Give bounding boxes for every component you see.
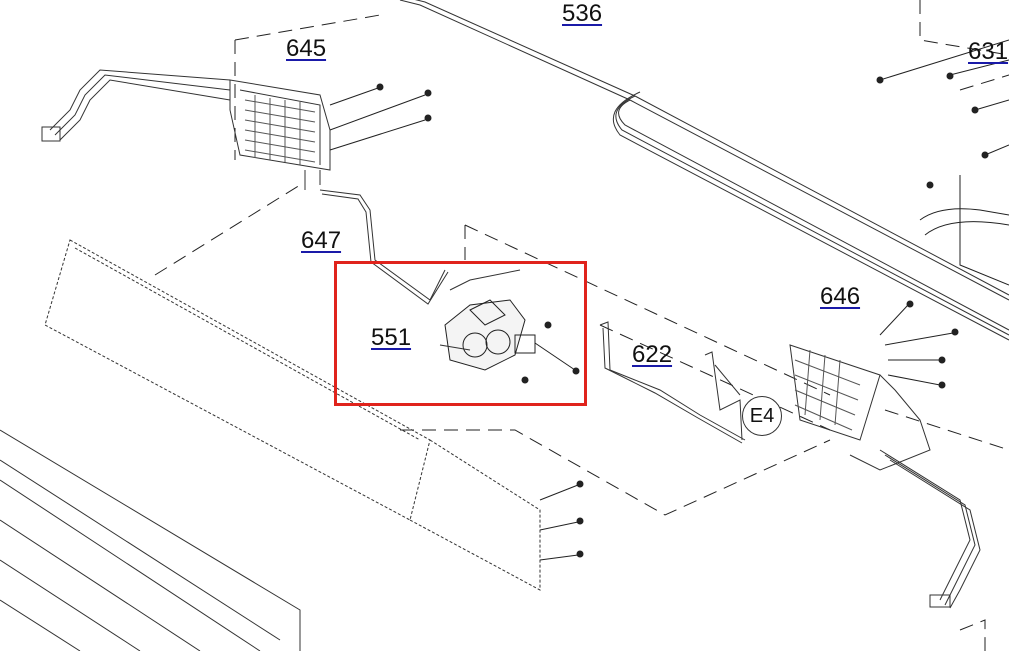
part-label-647[interactable]: 647 [301, 227, 342, 254]
part-label-622[interactable]: 622 [632, 341, 673, 368]
part-label-646[interactable]: 646 [820, 283, 861, 310]
highlight-box-551 [334, 261, 587, 406]
callout-e4-label: E4 [749, 404, 775, 427]
callout-e4: E4 [742, 396, 782, 436]
part-label-645[interactable]: 645 [286, 35, 327, 62]
part-label-631[interactable]: 631 [968, 38, 1009, 65]
part-label-536[interactable]: 536 [562, 0, 603, 27]
part-label-551[interactable]: 551 [371, 324, 412, 351]
